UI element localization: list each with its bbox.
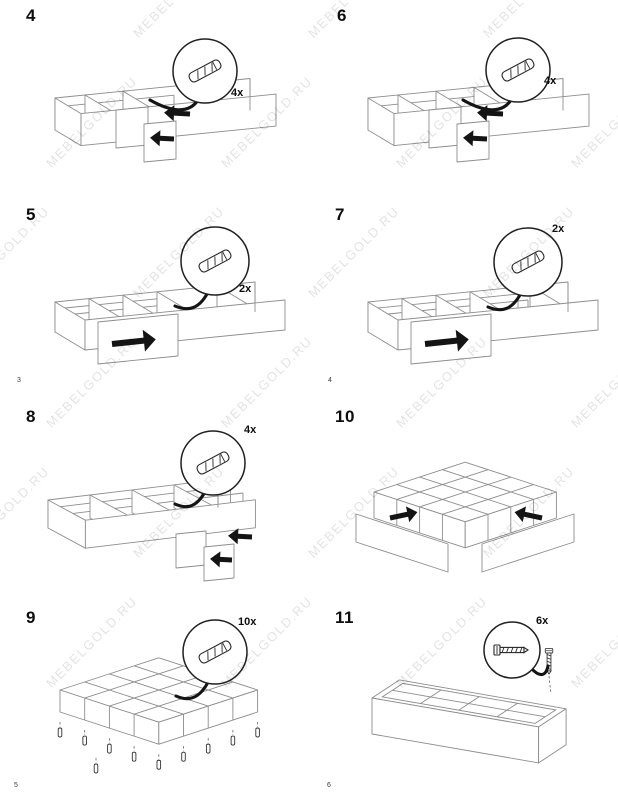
step-5-illustration <box>54 226 286 365</box>
step-11-number: 11 <box>335 608 354 627</box>
direction-arrow-icon <box>150 130 175 147</box>
step-4-illustration <box>54 38 277 163</box>
leader-line <box>486 293 522 312</box>
step-6-hardware-quantity: 4x <box>544 75 557 87</box>
dowel-pin-icon <box>93 758 99 774</box>
leader-line <box>529 664 550 677</box>
dowel-pin-icon <box>205 738 211 754</box>
direction-arrow-icon <box>389 506 418 523</box>
direction-arrow-icon <box>111 329 156 352</box>
step-8-illustration <box>47 430 256 582</box>
dowel-pin-icon <box>181 746 186 762</box>
screw-icon <box>493 644 530 656</box>
dowel-pin-icon <box>107 738 112 754</box>
leader-line <box>174 682 209 701</box>
dowel-pin-icon <box>501 58 535 82</box>
dowel-pin-icon <box>230 730 236 746</box>
step-9-illustration <box>57 619 260 774</box>
leader-line <box>461 98 513 112</box>
step-8-hardware-quantity: 4x <box>244 424 257 436</box>
step-8-number: 8 <box>26 407 36 426</box>
direction-arrow-icon <box>514 506 543 523</box>
dowel-pin-icon <box>188 59 222 83</box>
page-number-5: 5 <box>14 782 18 789</box>
leader-line <box>148 98 200 112</box>
step-6-number: 6 <box>337 6 347 25</box>
step-10-illustration <box>355 461 575 573</box>
direction-arrow-icon <box>210 551 233 568</box>
step-7-hardware-quantity: 2x <box>552 223 565 235</box>
dowel-pin-icon <box>196 451 230 475</box>
step-6-illustration <box>367 37 590 163</box>
leader-line <box>173 292 209 311</box>
dowel-pin-icon <box>156 754 162 770</box>
dowel-pin-icon <box>255 722 260 738</box>
step-7-illustration <box>367 227 599 365</box>
step-7-number: 7 <box>335 205 345 224</box>
page-number-6: 6 <box>327 782 331 789</box>
step-9-hardware-quantity: 10x <box>238 616 257 628</box>
dowel-pin-icon <box>57 722 63 738</box>
dowel-pin-icon <box>511 250 545 274</box>
direction-arrow-icon <box>424 329 469 352</box>
leader-line <box>173 490 207 509</box>
step-4-hardware-quantity: 4x <box>231 87 244 99</box>
step-11-hardware-quantity: 6x <box>536 615 549 627</box>
step-5-number: 5 <box>26 205 36 224</box>
dowel-pin-icon <box>198 640 232 664</box>
dowel-pin-icon <box>82 730 87 746</box>
direction-arrow-icon <box>463 130 488 147</box>
page-number-4: 4 <box>328 377 332 384</box>
dowel-pin-icon <box>131 746 137 762</box>
step-9-number: 9 <box>26 608 36 627</box>
step-4-number: 4 <box>26 6 36 25</box>
step-10-number: 10 <box>335 407 355 426</box>
direction-arrow-icon <box>228 528 253 545</box>
dowel-pin-icon <box>198 249 232 273</box>
step-11-illustration <box>371 621 567 764</box>
step-5-hardware-quantity: 2x <box>239 283 252 295</box>
page-number-3: 3 <box>17 377 21 384</box>
